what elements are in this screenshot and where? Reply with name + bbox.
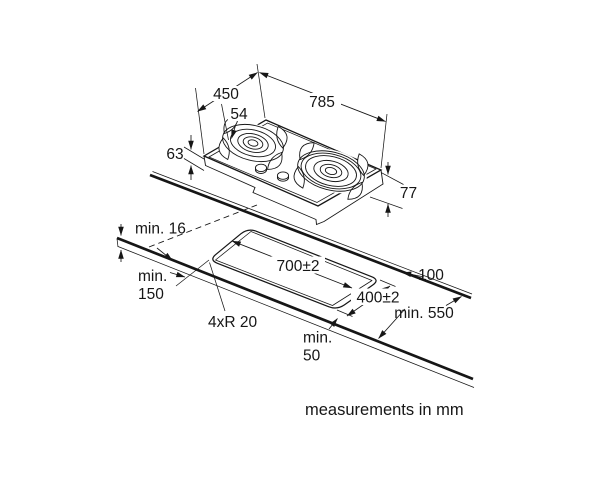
worktop-left-end-cap [116,238,119,248]
pan-support-arm [276,125,288,149]
pan-support-arm [218,137,230,161]
burner-left-cap [247,139,259,147]
knob-left-top [254,163,268,173]
footer-note: measurements in mm [305,401,464,419]
label-cutout-length: 700±2 [277,258,320,275]
leader-worktop-depth-front [378,308,406,339]
cutout-outer-outline [212,229,377,309]
burner-right [293,142,369,200]
label-rear-clearance: 100 [418,267,444,284]
leader-side-clearance-b [169,271,186,278]
leader-side-clearance-a [156,247,173,261]
burner-right-ring [305,155,357,187]
label-front-clearance-2: 50 [303,348,321,365]
label-worktop-depth: min. 550 [394,305,454,322]
burner-left [218,116,288,170]
label-corner-radius: 4xR 20 [208,314,257,331]
label-height-right: 77 [400,185,417,202]
label-burner-offset: 54 [230,106,248,123]
label-cutout-width: 400±2 [357,290,400,307]
ext-line-right-corner [380,113,388,169]
ext-line-right-height-bottom [369,196,403,209]
ext-line-left-height-bottom [183,158,205,171]
burner-right-ring [300,152,362,190]
label-width: 785 [309,94,335,111]
burner-left-ring [222,123,284,163]
label-depth: 450 [213,86,239,103]
label-side-clearance-2: 150 [138,286,164,303]
burner-right-ring [297,150,365,192]
worktop-view [116,171,475,388]
cutout-width-ext-tick-front [336,309,353,317]
leader-front-clearance [328,318,338,330]
burner-left-base [220,122,286,164]
cutout-width-ext-tick-back [379,279,396,287]
worktop-front-edge-bottom-line [117,246,475,388]
worktop-front-edge [116,236,474,381]
burner-left-ring [237,133,269,153]
label-height-left: 63 [166,146,183,163]
label-side-clearance-1: min. [138,268,167,285]
burner-left-ring [230,128,276,158]
label-front-clearance-1: min. [303,330,332,347]
label-worktop-thickness: min. 16 [135,221,186,238]
burner-right-ring [319,163,343,179]
hob-3d-view [202,116,384,226]
burner-left-ring [242,136,264,150]
leader-rear-clearance [402,271,425,278]
dim-arrow-burner-offset [231,123,237,139]
ext-line-left-height-top [183,146,205,160]
cutout-left-extension-line [175,259,210,287]
burner-right-cap [324,166,338,176]
leader-worktop-depth-back [445,296,462,306]
labels: 450 785 54 63 77 min. 16 min. 150 700±2 … [135,86,464,419]
hob-body-outline [203,155,384,226]
knob-right-top [276,171,290,180]
ext-line-right-height-top [380,172,404,185]
ext-line-top-corner [256,63,266,119]
ext-line-left-corner [195,87,205,155]
leader-corner-radius [209,262,226,312]
burner-right-ring [313,159,349,183]
worktop-back-edge-top-line [152,171,473,295]
worktop-back-edge [149,173,472,300]
